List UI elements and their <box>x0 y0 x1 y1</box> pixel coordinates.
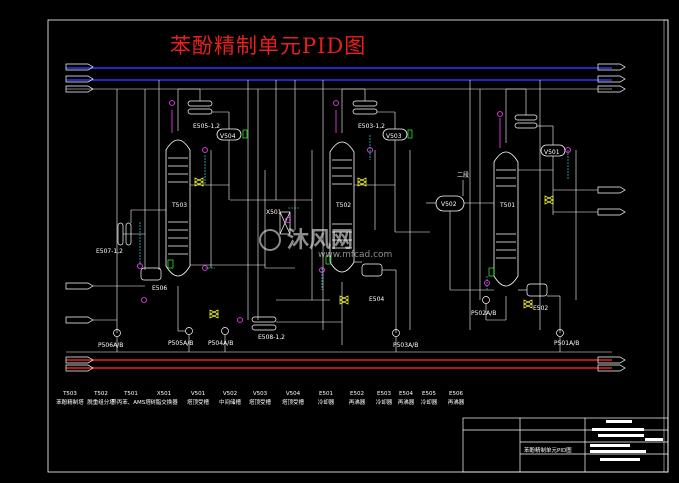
top-header-lines <box>66 67 612 90</box>
tag-p502: P502A/B <box>471 310 496 317</box>
legend-name: 再沸器 <box>398 398 415 406</box>
tag-p506: P506A/B <box>98 342 123 349</box>
column-t503 <box>165 139 191 277</box>
legend-code: E504 <box>399 391 413 397</box>
legend-name: 冷却器 <box>318 398 335 406</box>
tag-e506: E506 <box>152 285 167 292</box>
watermark-url: www.mfcad.com <box>318 250 392 260</box>
legend-code: V501 <box>191 391 205 397</box>
tag-e505: E505-1,2 <box>193 123 220 130</box>
level-instruments <box>167 129 495 277</box>
legend-code: E502 <box>350 391 364 397</box>
tag-p501: P501A/B <box>554 340 579 347</box>
legend-code: X501 <box>157 391 171 397</box>
frame-right-strip <box>663 19 669 473</box>
tag-p505: P505A/B <box>168 340 193 347</box>
tag-t502: T502 <box>335 202 351 209</box>
tag-t501: T501 <box>499 202 515 209</box>
legend-name: 苯酚精制塔 <box>56 398 84 406</box>
column-t501 <box>493 151 519 287</box>
title-block-stamps <box>590 420 663 461</box>
drawing-title: 苯酚精制单元PID图 <box>170 34 367 58</box>
control-valves <box>194 177 554 319</box>
tag-v501: V501 <box>544 149 560 156</box>
legend-name: 塔顶受槽 <box>282 398 305 406</box>
legend-name: 塔顶受槽 <box>249 398 272 406</box>
legend-name: 冷却器 <box>376 398 393 406</box>
legend-name: 冷却器 <box>421 398 438 406</box>
tag-e502: E502 <box>533 305 548 312</box>
exchanger-e503 <box>352 100 378 115</box>
legend-code: T502 <box>93 391 108 397</box>
legend-code: V502 <box>223 391 237 397</box>
reboiler-e506 <box>140 267 162 281</box>
legend-code: E505 <box>422 391 436 397</box>
tag-e507: E507-1,2 <box>96 248 123 255</box>
tag-p504: P504A/B <box>208 340 233 347</box>
legend-name: 树脂交换器 <box>150 398 178 406</box>
legend-name: 脱重组分塔 <box>87 398 115 406</box>
tag-x501: X501 <box>266 209 282 216</box>
legend-name: 塔顶受槽 <box>187 398 210 406</box>
off-page-connectors <box>65 63 626 372</box>
title-block-drawing-name: 苯酚精制单元PID图 <box>524 446 572 454</box>
legend-name: 再沸器 <box>448 398 465 406</box>
tag-v503: V503 <box>386 133 402 140</box>
process-piping <box>93 80 598 352</box>
instrument-bubbles <box>137 100 571 323</box>
tag-p503: P503A/B <box>393 342 418 349</box>
legend-code: T501 <box>123 391 138 397</box>
watermark: 沐风网 www.mfcad.com <box>259 228 392 260</box>
tag-to-second: 二段 <box>457 171 469 179</box>
tag-v504: V504 <box>220 133 236 140</box>
legend-name: 异丙苯、AMS塔 <box>111 398 151 406</box>
tag-t503: T503 <box>171 202 187 209</box>
bottom-header-lines <box>66 351 612 369</box>
exchanger-e501 <box>514 114 538 129</box>
legend-code: V504 <box>286 391 301 397</box>
title-block <box>462 417 669 473</box>
tag-e503: E503-1,2 <box>358 123 385 130</box>
legend-code: V503 <box>253 391 268 397</box>
legend-code: T503 <box>62 391 77 397</box>
tag-e504: E504 <box>369 296 384 303</box>
watermark-brand: 沐风网 <box>287 228 353 253</box>
resin-exchanger-x501 <box>279 211 291 235</box>
tag-v502: V502 <box>441 201 457 208</box>
legend-name: 中间储槽 <box>219 398 242 406</box>
legend-code: E503 <box>377 391 391 397</box>
exchanger-e505 <box>187 100 213 115</box>
reboiler-e502 <box>526 283 548 297</box>
legend-code: E501 <box>319 391 333 397</box>
reboiler-e504 <box>361 263 383 277</box>
legend-name: 再沸器 <box>349 398 366 406</box>
tag-e508: E508-1,2 <box>258 334 285 341</box>
legend-code: E506 <box>449 391 463 397</box>
exchanger-e508 <box>251 316 277 331</box>
